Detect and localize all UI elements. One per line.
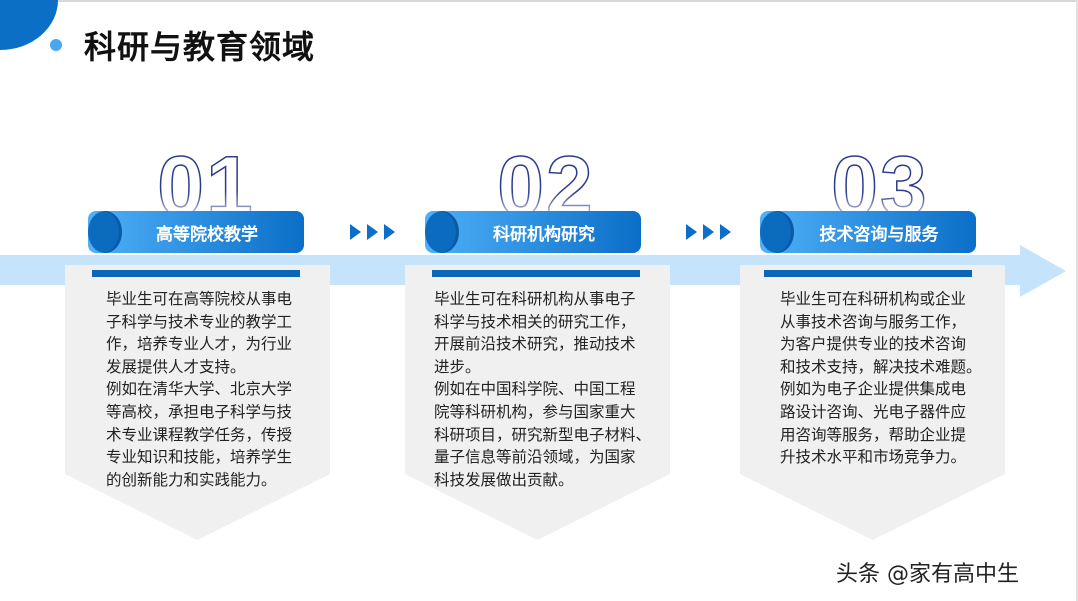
timeline-arrowhead-icon [1020, 245, 1066, 297]
step-description: 毕业生可在科研机构从事电子科学与技术相关的研究工作， 开展前沿技术研究，推动技术进… [434, 288, 669, 491]
description-line: 术专业课程教学任务，传授 [106, 425, 293, 444]
description-line: 开展前沿技术研究，推动技术 [434, 335, 636, 354]
description-line: 例如为电子企业提供集成电 [780, 380, 967, 399]
card-accent-bar [764, 270, 972, 277]
description-line: 升技术水平和市场竞争力。 [780, 448, 967, 467]
watermark: 头条 @家有高中生 [836, 562, 1019, 587]
description-line: 例如在清华大学、北京大学 [106, 380, 293, 399]
step-card [405, 265, 670, 540]
page-title: 科研与教育领域 [84, 28, 316, 66]
description-line: 院等科研机构，参与国家重大 [434, 402, 636, 421]
description-line: 量子信息等前沿领域，为国家 [434, 448, 636, 467]
cylinder-cap-icon [760, 211, 794, 253]
description-line: 进步。 [434, 357, 481, 376]
card-accent-bar [92, 270, 300, 277]
step-label-pill: 技术咨询与服务 [760, 211, 976, 253]
cylinder-cap-icon [88, 211, 122, 253]
description-line: 毕业生可在高等院校从事电 [106, 290, 293, 308]
top-border [0, 0, 1078, 2]
step-card [65, 265, 330, 540]
step-label: 技术咨询与服务 [819, 224, 939, 245]
title-bullet-icon [50, 39, 62, 51]
step-description: 毕业生可在科研机构或企业从事技术咨询与服务工作， 为客户提供专业的技术咨询和技术支… [780, 288, 1015, 469]
description-line: 从事技术咨询与服务工作， [780, 312, 967, 331]
description-line: 为客户提供专业的技术咨询 [780, 335, 967, 354]
description-line: 毕业生可在科研机构或企业 [780, 290, 967, 308]
chevrons-icon [686, 224, 731, 240]
description-line: 专业知识和技能，培养学生 [106, 448, 293, 467]
description-line: 例如在中国科学院、中国工程 [434, 380, 636, 399]
description-line: 发展提供人才支持。 [106, 357, 246, 376]
description-line: 的创新能力和实践能力。 [106, 470, 277, 489]
chevrons-icon [350, 224, 395, 240]
step-label: 科研机构研究 [493, 224, 595, 245]
card-accent-bar [432, 270, 640, 277]
right-border [1076, 0, 1078, 601]
description-line: 和技术支持，解决技术难题。 [780, 357, 982, 376]
description-line: 子科学与技术专业的教学工 [106, 312, 293, 331]
cylinder-cap-icon [425, 211, 459, 253]
description-line: 科技发展做出贡献。 [434, 470, 574, 489]
description-line: 科学与技术相关的研究工作， [434, 312, 636, 331]
description-line: 毕业生可在科研机构从事电子 [434, 290, 636, 308]
description-line: 科研项目，研究新型电子材料、 [434, 425, 652, 444]
step-label-pill: 高等院校教学 [88, 211, 304, 253]
step-label: 高等院校教学 [156, 224, 258, 245]
description-line: 等高校，承担电子科学与技 [106, 402, 293, 421]
description-line: 路设计咨询、光电子器件应 [780, 402, 967, 421]
step-description: 毕业生可在高等院校从事电子科学与技术专业的教学工作，培养专业人才，为行业发展提供… [106, 288, 341, 491]
step-card [740, 265, 1005, 540]
step-label-pill: 科研机构研究 [425, 211, 641, 253]
description-line: 作，培养专业人才，为行业 [106, 335, 293, 354]
description-line: 用咨询等服务，帮助企业提 [780, 425, 967, 444]
